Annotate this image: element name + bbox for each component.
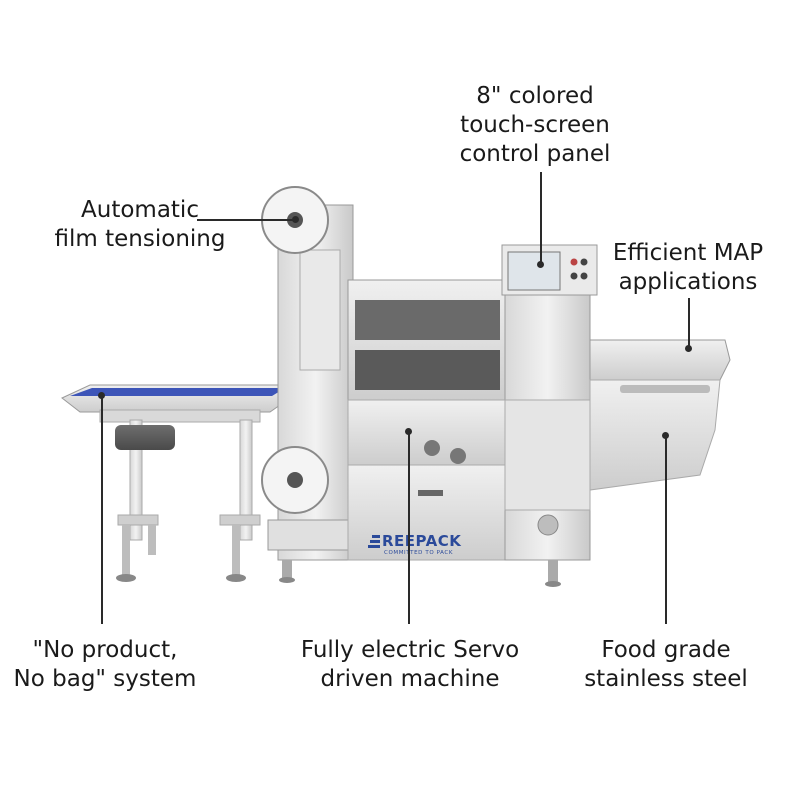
leader-dot-steel [662, 432, 669, 439]
callout-no-product: "No product, No bag" system [13, 637, 197, 692]
leader-line-servo [408, 432, 410, 624]
leader-line-touch-screen [540, 172, 542, 264]
brand-name: REEPACK [382, 532, 462, 550]
callout-film-tensioning: Automatic film tensioning [54, 197, 226, 252]
leader-line-steel [665, 436, 667, 624]
leader-dot-map [685, 345, 692, 352]
leader-line-map [688, 298, 690, 348]
leader-dot-touch-screen [537, 261, 544, 268]
brand-logo: REEPACK COMMITTED TO PACK [368, 532, 478, 562]
film-tower [261, 186, 354, 561]
callout-servo: Fully electric Servo driven machine [300, 637, 520, 692]
control-tower [501, 244, 598, 561]
leader-dot-no-product [98, 392, 105, 399]
leader-line-film-tensioning [197, 219, 295, 221]
callout-steel: Food grade stainless steel [584, 637, 748, 692]
leader-line-no-product [101, 396, 103, 624]
outfeed-section [545, 339, 731, 587]
leader-dot-film-tensioning [292, 216, 299, 223]
callout-touch-screen: 8" colored touch-screen control panel [459, 83, 611, 167]
callout-map: Efficient MAP applications [612, 240, 764, 295]
brand-tagline: COMMITTED TO PACK [384, 550, 454, 556]
sealing-chamber [347, 279, 509, 561]
leader-dot-servo [405, 428, 412, 435]
brand-mark-icon [368, 535, 380, 553]
infeed-conveyor [61, 384, 291, 582]
